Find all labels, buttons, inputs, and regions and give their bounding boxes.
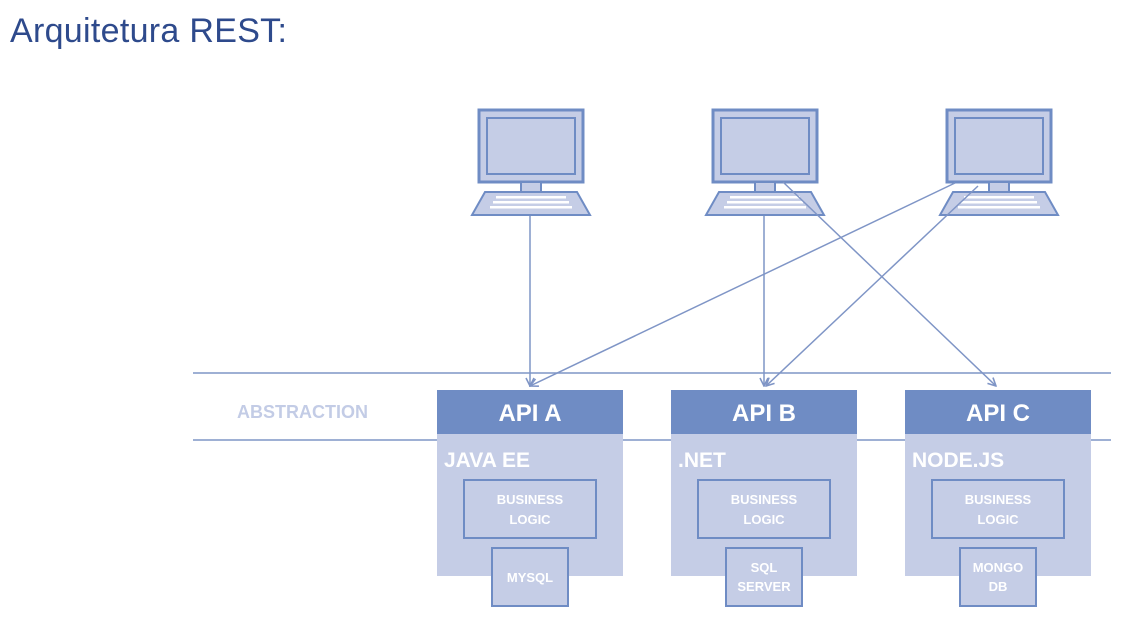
business-logic-line-1: BUSINESS bbox=[497, 492, 564, 507]
business-logic-line-1: BUSINESS bbox=[731, 492, 798, 507]
connection-arrow bbox=[530, 182, 956, 386]
api-title: API B bbox=[732, 400, 796, 427]
computer-icon bbox=[470, 108, 592, 216]
computer-icon bbox=[704, 108, 826, 216]
business-logic-line-2: LOGIC bbox=[743, 512, 785, 527]
computer-icon bbox=[938, 108, 1060, 216]
business-logic-box bbox=[463, 479, 597, 539]
api-platform: JAVA EE bbox=[444, 449, 530, 472]
database-line-2: DB bbox=[989, 579, 1008, 594]
database-line-1: MYSQL bbox=[507, 570, 553, 585]
connection-arrow bbox=[782, 181, 996, 386]
api-column-a: API A JAVA EE BUSINESS LOGIC MYSQL bbox=[437, 390, 623, 607]
api-title: API A bbox=[498, 400, 561, 427]
database-box bbox=[959, 547, 1037, 607]
api-header bbox=[437, 390, 623, 434]
database-line-1: SQL bbox=[751, 560, 778, 575]
database-line-2: SERVER bbox=[737, 579, 791, 594]
api-platform: .NET bbox=[678, 449, 726, 472]
api-column-b: API B .NET BUSINESS LOGIC SQL SERVER bbox=[671, 390, 857, 607]
database-line-1: MONGO bbox=[973, 560, 1024, 575]
database-box bbox=[491, 547, 569, 607]
api-platform: NODE.JS bbox=[912, 449, 1004, 472]
api-column-c: API C NODE.JS BUSINESS LOGIC MONGO DB bbox=[905, 390, 1091, 607]
api-header bbox=[905, 390, 1091, 434]
connection-arrow bbox=[766, 185, 979, 386]
abstraction-label: ABSTRACTION bbox=[237, 402, 368, 422]
api-header bbox=[671, 390, 857, 434]
business-logic-line-2: LOGIC bbox=[977, 512, 1019, 527]
business-logic-line-2: LOGIC bbox=[509, 512, 551, 527]
business-logic-box bbox=[697, 479, 831, 539]
business-logic-line-1: BUSINESS bbox=[965, 492, 1032, 507]
business-logic-box bbox=[931, 479, 1065, 539]
api-title: API C bbox=[966, 400, 1030, 427]
page-title: Arquitetura REST: bbox=[10, 12, 288, 50]
database-box bbox=[725, 547, 803, 607]
